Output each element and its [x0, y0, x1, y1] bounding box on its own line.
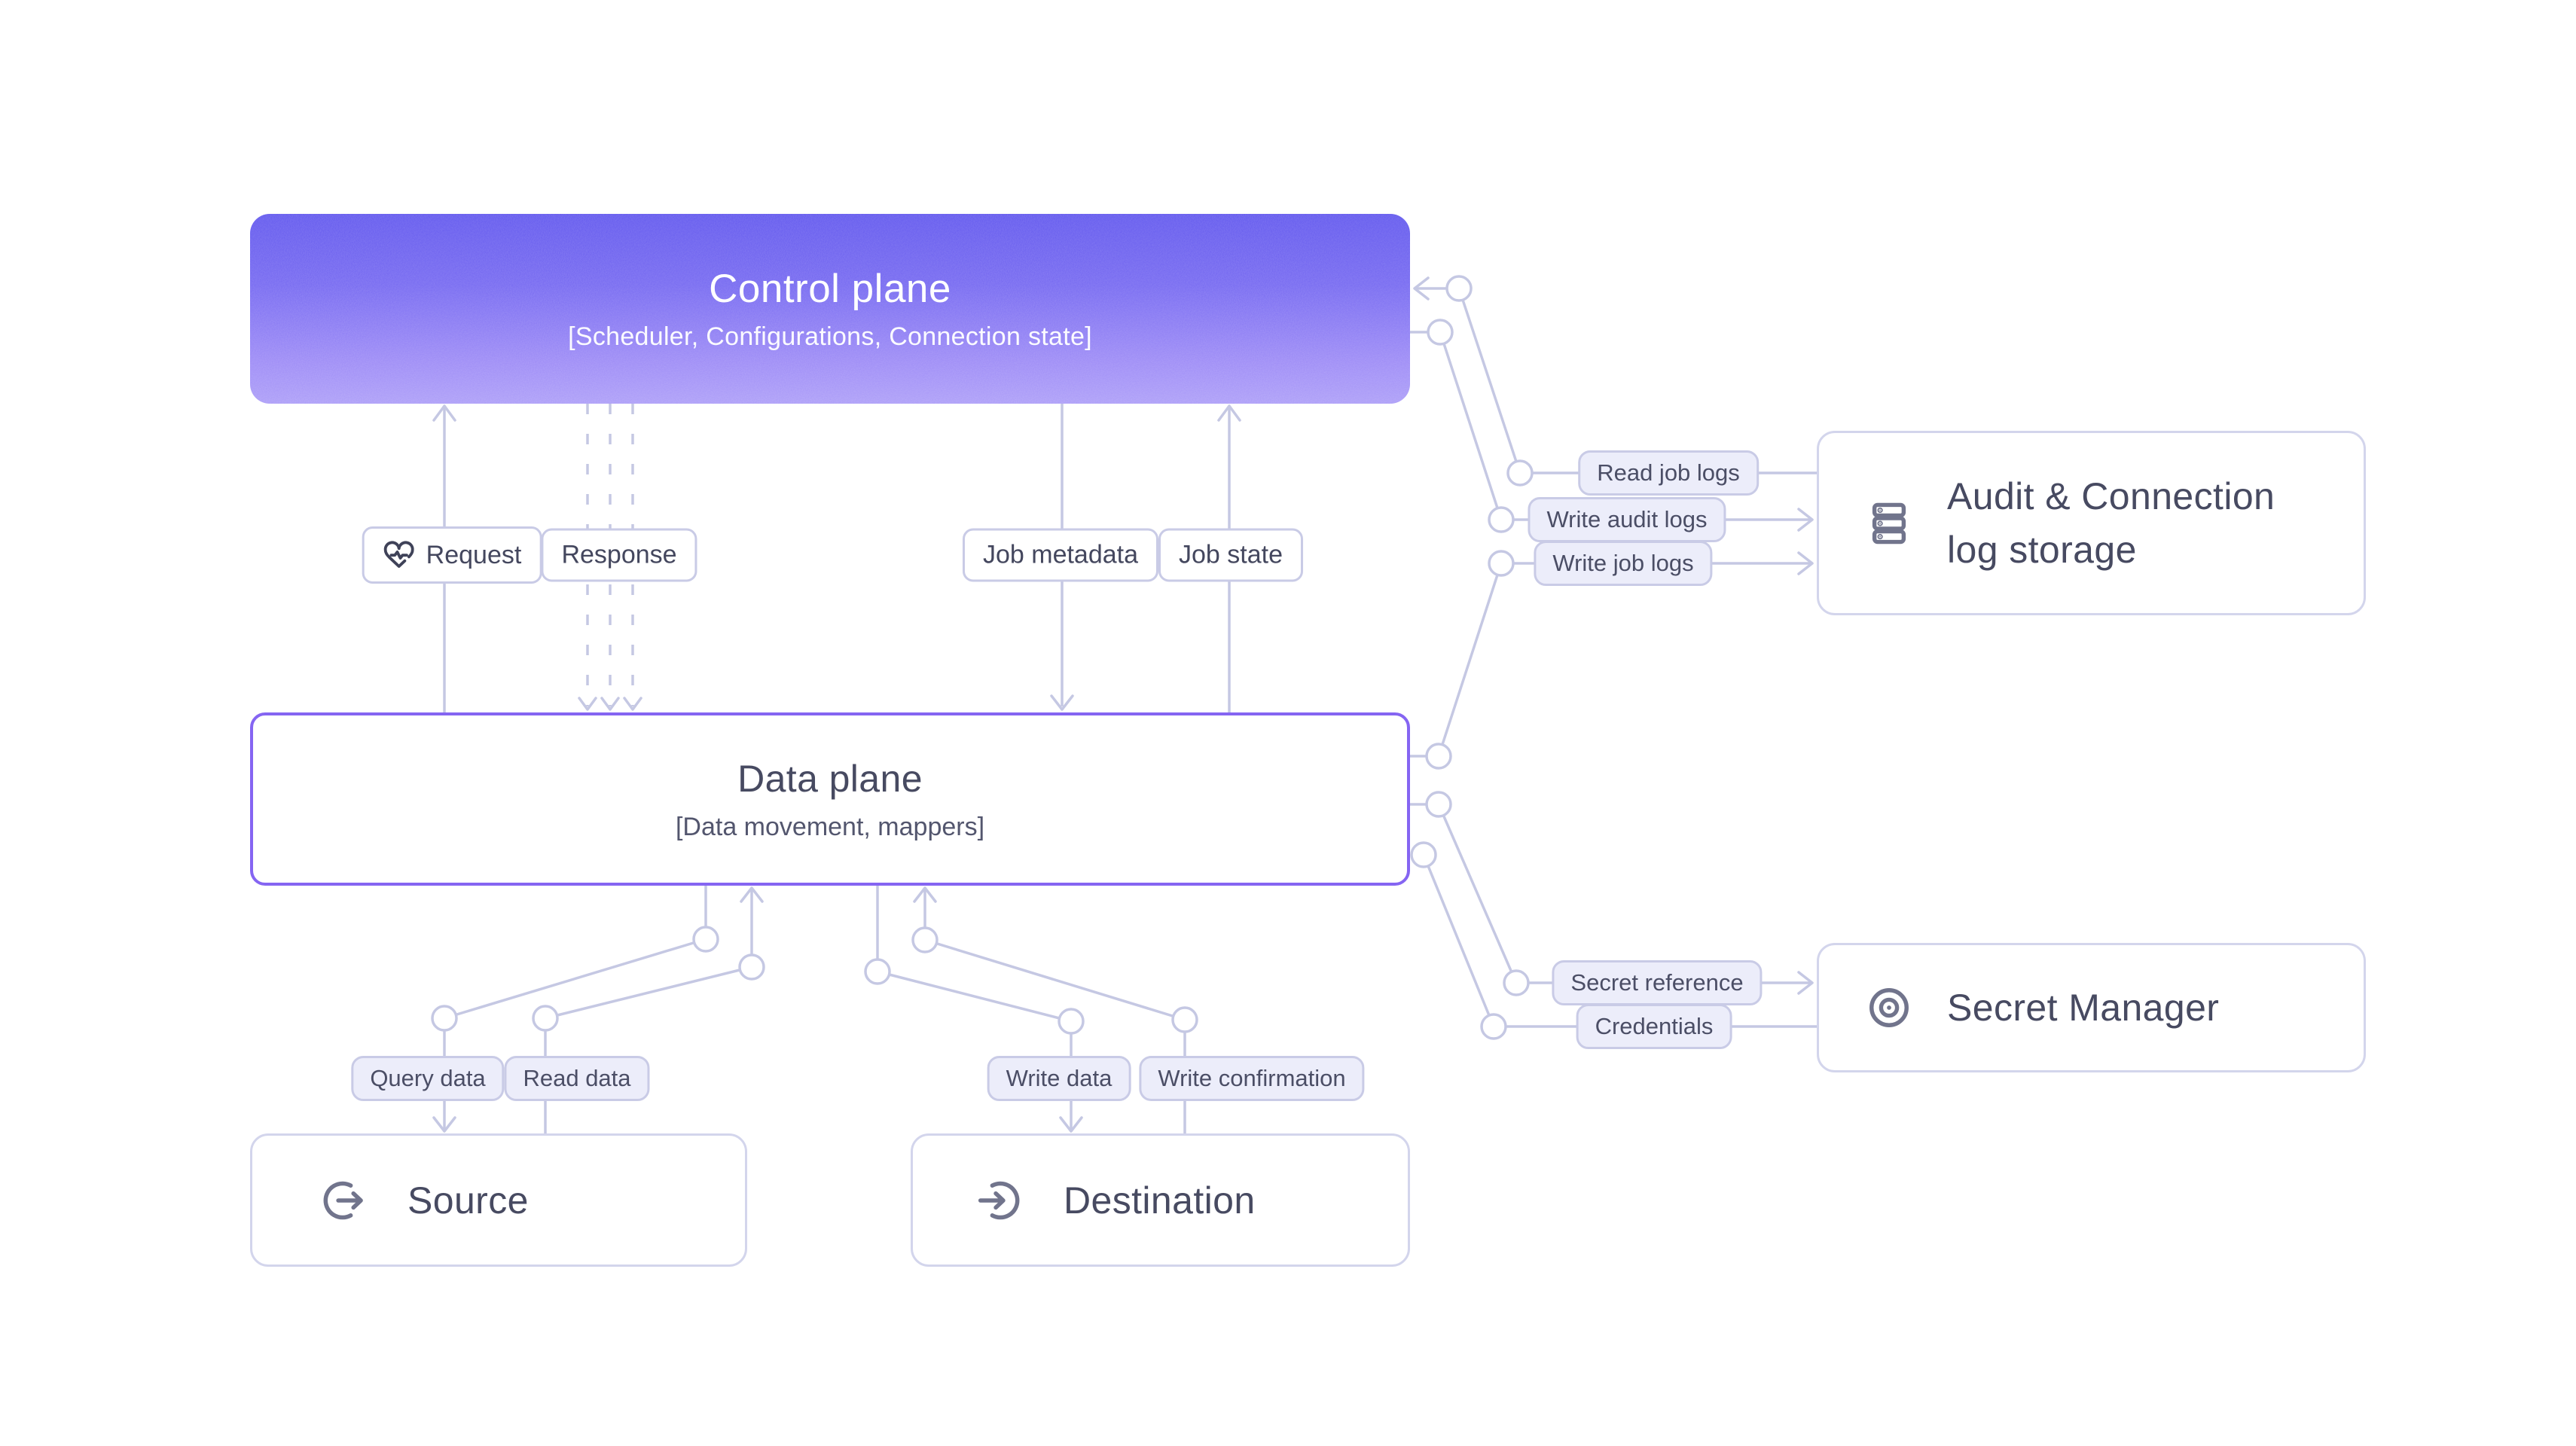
- read-data-connector: [532, 886, 765, 1133]
- destination-title: Destination: [1064, 1179, 1256, 1222]
- source-box: Source: [250, 1133, 747, 1267]
- destination-box: Destination: [911, 1133, 1410, 1267]
- job-state-label: Job state: [1158, 528, 1303, 582]
- write-confirmation-chip: Write confirmation: [1139, 1056, 1365, 1101]
- write-audit-logs-connector: [1410, 319, 1814, 533]
- control-plane-box: Control plane [Scheduler, Configurations…: [250, 214, 1410, 404]
- audit-title-line1: Audit & Connection: [1947, 474, 2275, 517]
- response-label: Response: [541, 528, 697, 582]
- request-label-text: Request: [426, 540, 522, 569]
- source-title: Source: [407, 1179, 529, 1222]
- secret-manager-box: Secret Manager: [1817, 943, 2366, 1072]
- query-data-chip: Query data: [351, 1056, 505, 1101]
- response-label-text: Response: [561, 540, 677, 569]
- credentials-chip: Credentials: [1576, 1004, 1732, 1049]
- grain-texture: [250, 214, 1410, 404]
- secret-reference-chip: Secret reference: [1552, 960, 1763, 1005]
- job-metadata-label-text: Job metadata: [982, 540, 1139, 569]
- write-job-logs-chip: Write job logs: [1534, 541, 1713, 586]
- heart-pulse-icon: [383, 541, 414, 568]
- audit-log-storage-box: Audit & Connection log storage: [1817, 431, 2366, 615]
- read-job-logs-chip: Read job logs: [1578, 450, 1759, 496]
- write-confirmation-connector: [911, 886, 1198, 1133]
- control-plane-title: Control plane: [709, 267, 951, 311]
- data-plane-box: Data plane [Data movement, mappers]: [250, 712, 1410, 886]
- control-plane-subtitle: [Scheduler, Configurations, Connection s…: [568, 322, 1092, 351]
- logout-circle-arrow-icon: [323, 1181, 363, 1219]
- request-label: Request: [362, 526, 542, 584]
- audit-title: Audit & Connection log storage: [1947, 470, 2275, 577]
- data-plane-subtitle: [Data movement, mappers]: [675, 812, 985, 841]
- login-circle-arrow-icon: [978, 1181, 1020, 1219]
- write-data-chip: Write data: [987, 1056, 1131, 1101]
- audit-title-line2: log storage: [1947, 528, 2137, 571]
- read-data-chip: Read data: [504, 1056, 650, 1101]
- server-stack-icon: [1872, 502, 1906, 544]
- secret-manager-title: Secret Manager: [1947, 987, 2220, 1029]
- job-metadata-label: Job metadata: [962, 528, 1159, 582]
- target-eye-icon: [1869, 988, 1909, 1027]
- job-state-label-text: Job state: [1179, 540, 1283, 569]
- data-plane-title: Data plane: [737, 757, 923, 800]
- write-audit-logs-chip: Write audit logs: [1528, 497, 1726, 542]
